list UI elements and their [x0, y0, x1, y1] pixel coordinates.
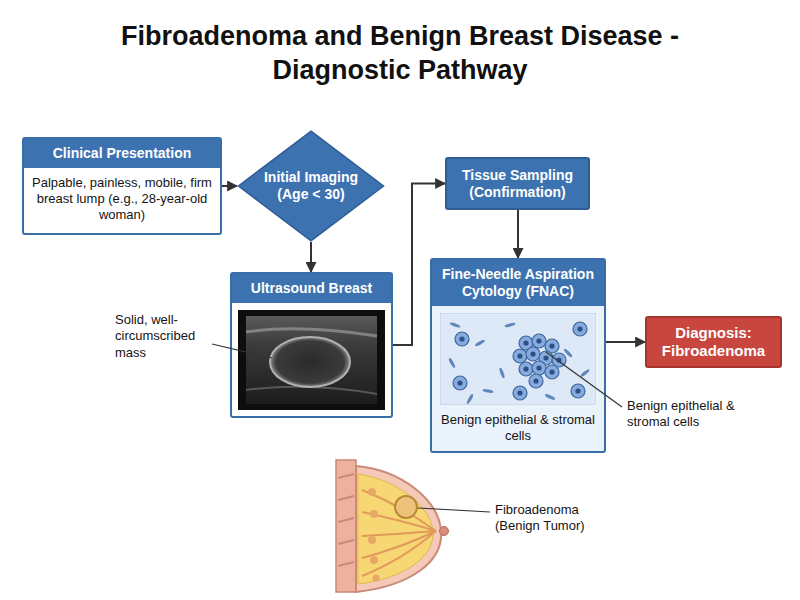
flow-arrow	[606, 341, 645, 343]
box-body: Benign epithelial & stromal cells	[432, 405, 604, 452]
process-box: Tissue Sampling (Confirmation)	[445, 157, 590, 210]
imaging-box: Ultrasound Breast	[230, 272, 393, 418]
box-heading: Clinical Presentation	[24, 139, 220, 168]
leader-line	[546, 352, 622, 407]
presentation-box: Clinical PresentationPalpable, painless,…	[22, 137, 222, 235]
cytology-image	[440, 313, 596, 405]
breast-illustration	[336, 460, 449, 592]
box-text: Tissue Sampling (Confirmation)	[453, 167, 582, 201]
decision-text: Initial Imaging (Age < 30)	[259, 169, 363, 203]
diagram-title: Fibroadenoma and Benign Breast Disease -…	[70, 20, 730, 88]
decision-diamond: Initial Imaging (Age < 30)	[237, 130, 385, 242]
flow-arrow	[222, 185, 237, 187]
callout-label: Fibroadenoma (Benign Tumor)	[495, 502, 600, 535]
flow-arrow	[517, 210, 519, 258]
box-text: Diagnosis: Fibroadenoma	[653, 324, 774, 360]
leader-line	[212, 344, 272, 358]
callout-label: Solid, well-circumscribed mass	[115, 312, 210, 361]
cytology-box: Fine-Needle Aspiration Cytology (FNAC) B…	[430, 258, 606, 453]
flow-arrow	[310, 242, 312, 272]
diagnosis-box: Diagnosis: Fibroadenoma	[645, 316, 782, 368]
callout-label: Benign epithelial & stromal cells	[627, 398, 737, 431]
box-body: Palpable, painless, mobile, firm breast …	[24, 168, 220, 231]
leader-line	[418, 508, 490, 512]
box-heading: Ultrasound Breast	[232, 274, 391, 303]
box-heading: Fine-Needle Aspiration Cytology (FNAC)	[432, 260, 604, 306]
ultrasound-image	[238, 310, 385, 410]
